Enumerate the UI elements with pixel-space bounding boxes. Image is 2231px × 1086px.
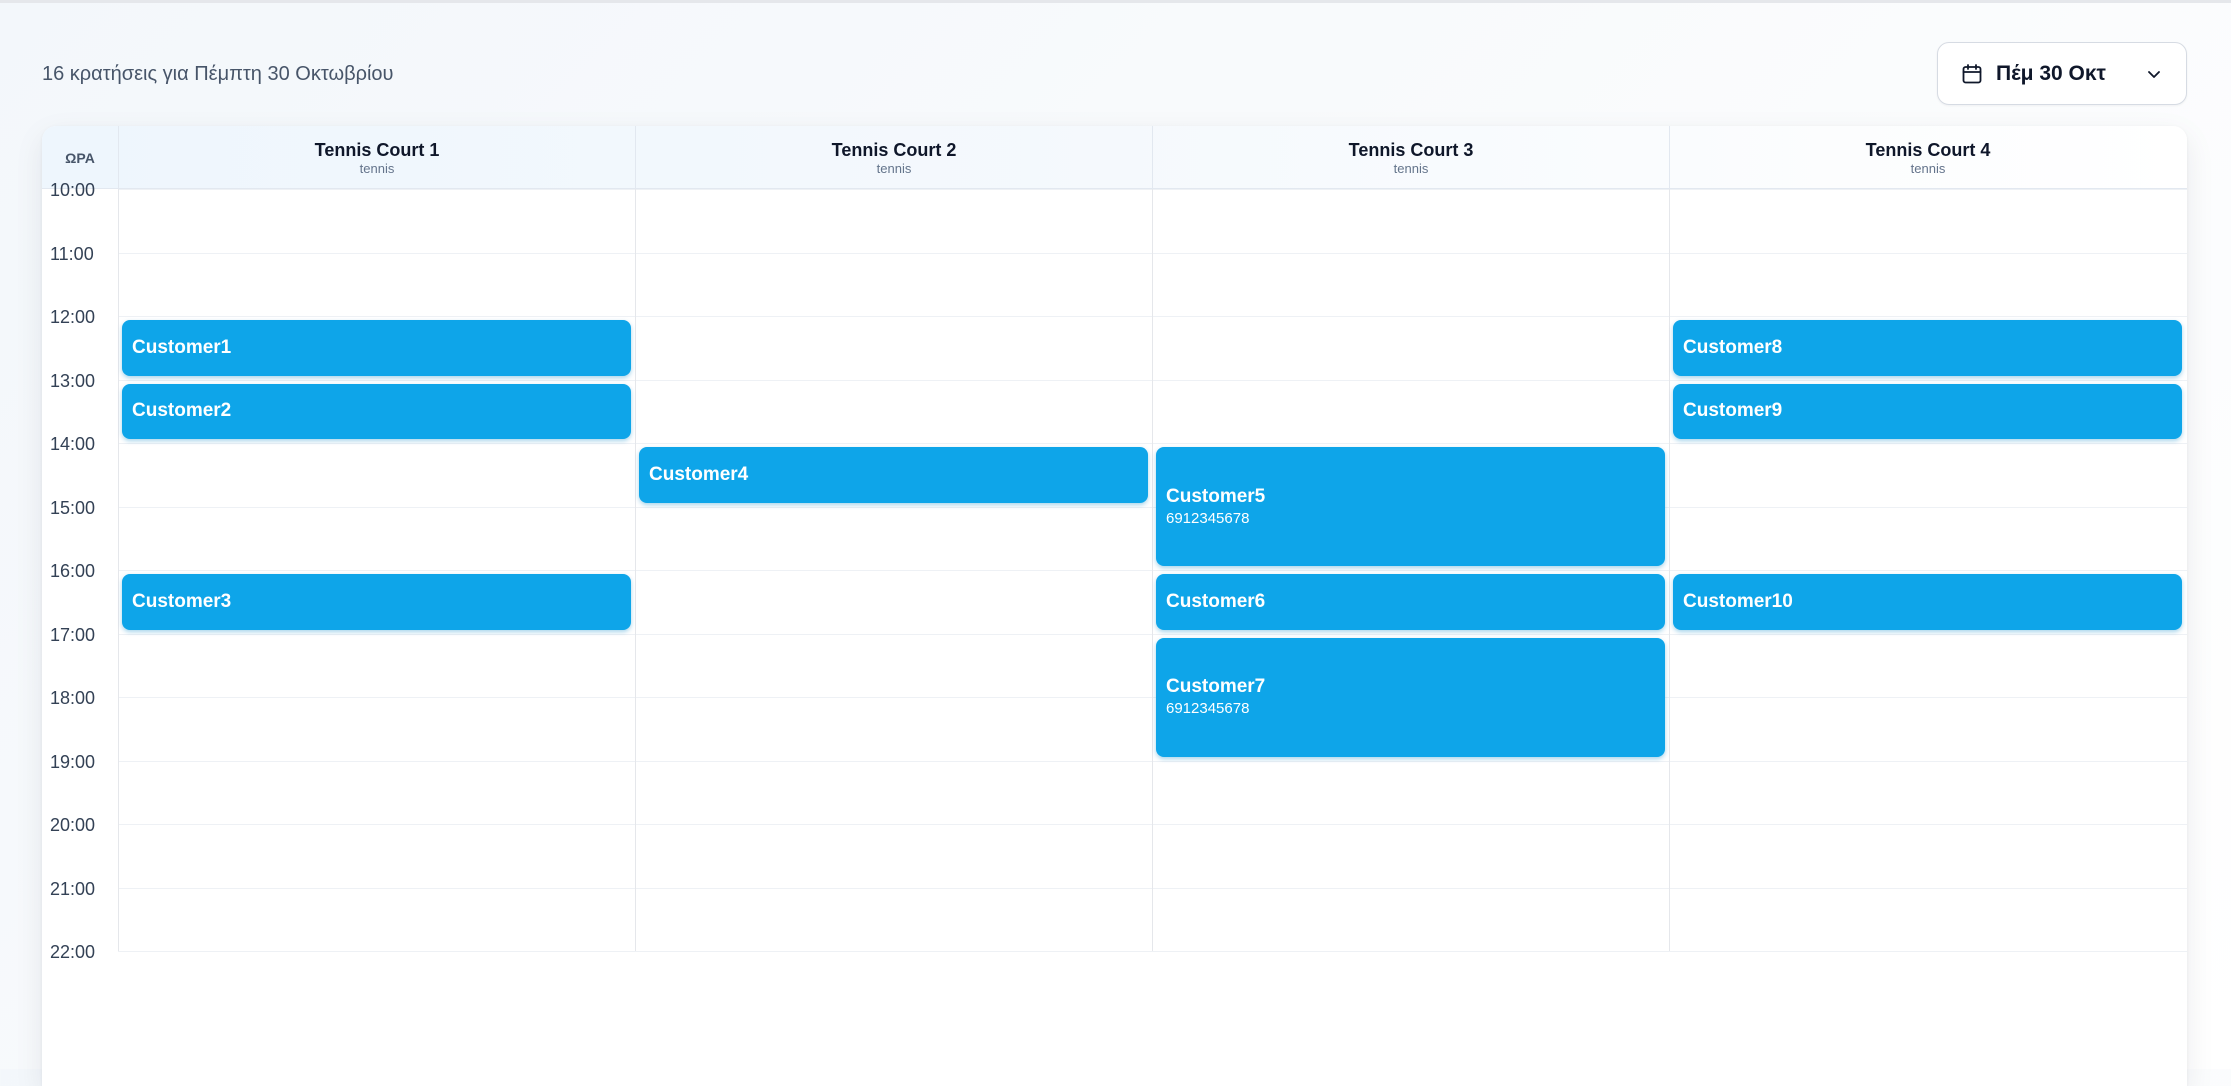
hour-label: 11:00: [50, 243, 94, 264]
booking-customer-name: Customer1: [132, 336, 232, 358]
booking-block[interactable]: Customer8: [1673, 320, 2182, 376]
booking-block[interactable]: Customer9: [1673, 383, 2182, 439]
hour-gridline: [118, 951, 2187, 952]
calendar-icon: [1960, 62, 1984, 86]
court-sport: tennis: [1910, 160, 1946, 176]
booking-block[interactable]: Customer6: [1156, 574, 1665, 630]
date-picker-button[interactable]: Πέμ 30 Οκτ: [1937, 42, 2187, 105]
hour-label: 17:00: [50, 624, 96, 645]
booking-block[interactable]: Customer1: [122, 320, 631, 376]
hour-label: 16:00: [50, 561, 96, 581]
court-column-divider: [118, 189, 119, 951]
grid-header: ΩΡΑ Tennis Court 1 tennis Tennis Court 2…: [42, 126, 2187, 189]
booking-block[interactable]: Customer3: [122, 574, 631, 630]
booking-customer-name: Customer10: [1683, 590, 1793, 612]
booking-customer-name: Customer4: [649, 463, 749, 485]
hour-label: 22:00: [50, 942, 96, 962]
booking-customer-name: Customer6: [1166, 590, 1266, 612]
chevron-down-icon: [2144, 64, 2164, 84]
grid-body: 10:00 11:00 12:00 13:00 14:00 15:00 16:00 17:00…: [42, 180, 2187, 1086]
hour-label: 14:00: [50, 434, 96, 454]
schedule-grid: ΩΡΑ Tennis Court 1 tennis Tennis Court 2…: [42, 126, 2187, 1086]
court-header-1: Tennis Court 1 tennis: [118, 126, 635, 189]
booking-customer-phone: 6912345678: [1166, 509, 1250, 527]
selected-date-label: Πέμ 30 Οκτ: [1996, 61, 2106, 85]
hour-label: 10:00: [50, 180, 96, 200]
booking-block[interactable]: Customer7 6912345678: [1156, 637, 1665, 757]
booking-customer-phone: 6912345678: [1166, 700, 1250, 717]
court-sport: tennis: [876, 160, 912, 176]
court-sport: tennis: [1393, 160, 1429, 176]
court-column-divider: [1152, 189, 1153, 951]
booking-block[interactable]: Customer2: [122, 383, 631, 439]
court-column-divider: [635, 189, 636, 951]
booking-customer-name: Customer7: [1166, 676, 1266, 697]
court-header-4: Tennis Court 4 tennis: [1669, 126, 2186, 189]
booking-customer-name: Customer3: [132, 590, 232, 612]
court-name: Tennis Court 3: [1348, 139, 1474, 160]
booking-customer-name: Customer9: [1683, 400, 1783, 422]
hour-label: 19:00: [50, 751, 96, 772]
hour-label: 13:00: [50, 370, 96, 391]
top-border: [0, 0, 2231, 3]
booking-block[interactable]: Customer5 6912345678: [1156, 447, 1665, 566]
bookings-summary: 16 κρατήσεις για Πέμπτη 30 Οκτωβρίου: [42, 63, 394, 85]
court-name: Tennis Court 1: [314, 139, 440, 160]
booking-customer-name: Customer8: [1683, 336, 1783, 358]
court-name: Tennis Court 2: [831, 139, 957, 160]
hour-label: 12:00: [50, 307, 96, 327]
court-header-3: Tennis Court 3 tennis: [1152, 126, 1669, 189]
booking-customer-name: Customer2: [132, 400, 232, 422]
booking-customer-name: Customer5: [1166, 485, 1266, 507]
court-name: Tennis Court 4: [1865, 139, 1991, 160]
booking-block[interactable]: Customer4: [639, 447, 1148, 503]
court-sport: tennis: [359, 160, 395, 176]
hour-label: 18:00: [50, 688, 96, 708]
court-column-divider: [1669, 189, 1670, 951]
hour-label: 15:00: [50, 497, 96, 518]
court-header-2: Tennis Court 2 tennis: [635, 126, 1152, 189]
time-column-header: ΩΡΑ: [65, 149, 95, 166]
hour-label: 20:00: [50, 815, 96, 835]
hour-label: 21:00: [50, 878, 96, 899]
booking-block[interactable]: Customer10: [1673, 574, 2182, 630]
